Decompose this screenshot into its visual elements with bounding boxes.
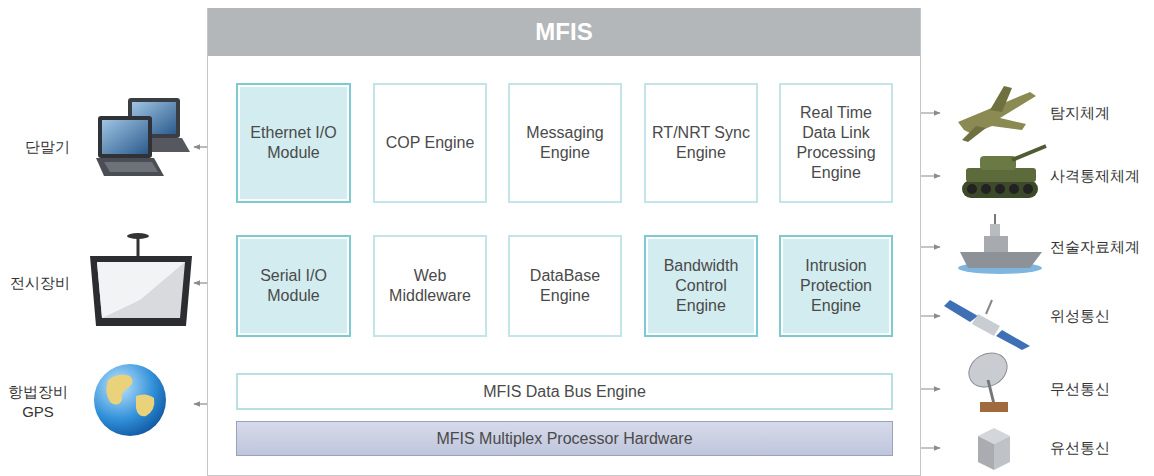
ship-icon [958,214,1042,274]
system-label: 유선통신 [1050,438,1150,458]
system-label: 탐지체계 [1050,103,1150,123]
satellite-icon [944,300,1030,350]
box-label: Intrusion Protection Engine [781,256,891,316]
panel-title: MFIS [208,8,920,56]
system-label: 위성통신 [1050,306,1150,326]
system-label: 항법장비 GPS [2,382,74,423]
system-label: 사격통제체계 [1050,166,1150,186]
module-box: Ethernet I/O Module [236,83,351,203]
engine-box: RT/NRT Sync Engine [644,83,758,203]
module-box: Serial I/O Module [236,235,351,337]
box-label: Ethernet I/O Module [238,123,349,163]
box-label: RT/NRT Sync Engine [646,123,756,163]
globe-icon [94,364,166,436]
box-label: DataBase Engine [510,266,620,306]
engine-box: Messaging Engine [508,83,622,203]
bus-bar: MFIS Data Bus Engine [236,373,893,410]
dish-icon [963,346,1014,412]
engine-box: Real Time Data Link Processing Engine [779,83,893,203]
engine-box: Web Middleware [373,235,487,337]
engine-box: COP Engine [373,83,487,203]
system-label: 무선통신 [1050,379,1150,399]
engine-box: Intrusion Protection Engine [779,235,893,337]
box-label: Messaging Engine [510,123,620,163]
jet-icon [958,86,1036,142]
system-label: 단말기 [4,137,70,157]
box-label: Bandwidth Control Engine [646,256,756,316]
building-icon [978,428,1010,470]
engine-box: Bandwidth Control Engine [644,235,758,337]
system-label: 전술자료체계 [1050,237,1150,257]
display-icon [90,233,192,326]
box-label: MFIS Data Bus Engine [477,382,652,402]
tank-icon [962,146,1046,198]
hardware-bar: MFIS Multiplex Processor Hardware [236,421,893,456]
box-label: Real Time Data Link Processing Engine [781,103,891,183]
laptop-icon [96,98,190,176]
box-label: MFIS Multiplex Processor Hardware [430,429,698,449]
system-panel: MFIS Ethernet I/O Module COP Engine Messagi… [207,8,921,476]
box-label: COP Engine [380,133,481,153]
system-label: 전시장비 [4,273,70,293]
box-label: Serial I/O Module [238,266,349,306]
engine-box: DataBase Engine [508,235,622,337]
box-label: Web Middleware [375,266,485,306]
